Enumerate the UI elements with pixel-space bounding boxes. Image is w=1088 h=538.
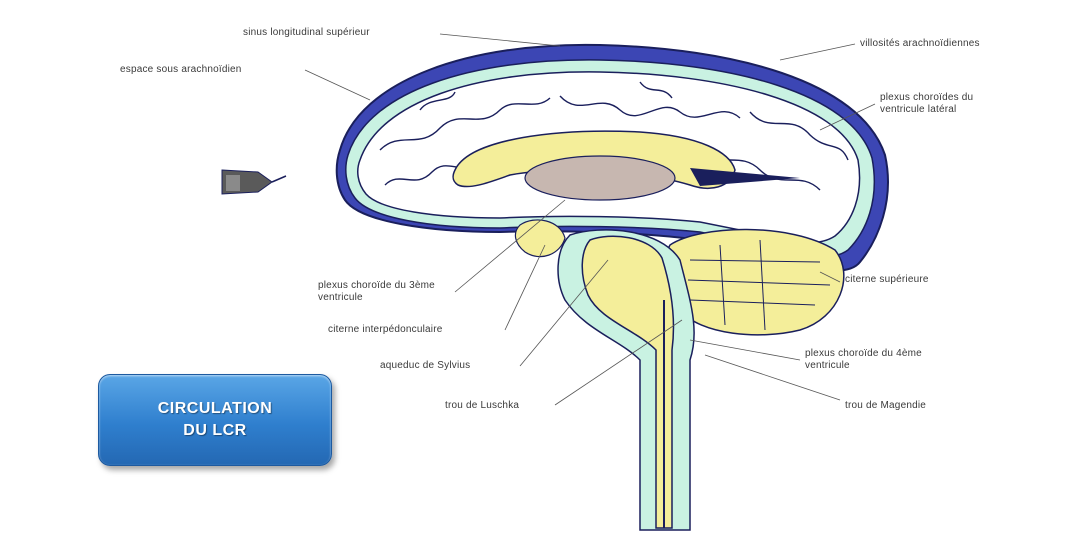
label-sinus-longitudinal: sinus longitudinal supérieur: [243, 27, 370, 39]
label-plexus-choroide-3v: plexus choroïde du 3ème ventricule: [318, 280, 458, 304]
title-badge: CIRCULATION DU LCR: [98, 374, 332, 466]
thalamus: [525, 156, 675, 200]
eye-icon: [222, 170, 286, 194]
label-villosites: villosités arachnoïdiennes: [860, 38, 980, 50]
label-trou-luschka: trou de Luschka: [445, 400, 519, 412]
title-line-2: DU LCR: [183, 420, 246, 442]
label-citerne-interpedonculaire: citerne interpédonculaire: [328, 324, 443, 336]
label-plexus-choroide-vl: plexus choroïdes du ventricule latéral: [880, 92, 1000, 116]
label-plexus-choroide-4v: plexus choroïde du 4ème ventricule: [805, 348, 955, 372]
brainstem: [582, 236, 673, 528]
title-line-1: CIRCULATION: [158, 398, 273, 420]
label-espace-sous-arachnoidien: espace sous arachnoïdien: [120, 64, 242, 76]
label-aqueduc-sylvius: aqueduc de Sylvius: [380, 360, 470, 372]
label-citerne-superieure: citerne supérieure: [845, 274, 955, 286]
label-trou-magendie: trou de Magendie: [845, 400, 926, 412]
